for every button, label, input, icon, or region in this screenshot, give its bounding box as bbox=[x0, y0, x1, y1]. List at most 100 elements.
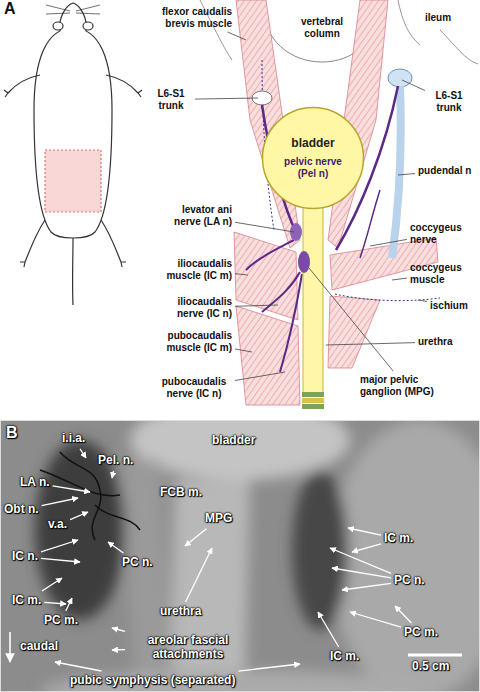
nerve-label: iliocaudalis nerve (IC n) bbox=[156, 296, 232, 319]
leader-line bbox=[235, 305, 278, 306]
rat-drawing bbox=[34, 28, 112, 238]
dissection-photo bbox=[35, 420, 480, 692]
bone-outline bbox=[398, 0, 420, 45]
nerve-line bbox=[246, 240, 294, 270]
structure-label: PC m. bbox=[404, 626, 438, 640]
pointer-arrow bbox=[55, 662, 102, 671]
dissection-photo bbox=[0, 420, 480, 692]
leader-line bbox=[309, 268, 393, 371]
ischium-outline bbox=[335, 294, 440, 301]
bone-outline bbox=[440, 30, 478, 64]
structure-label: IC m. bbox=[384, 532, 413, 546]
rat-drawing bbox=[4, 75, 40, 97]
nerve-line bbox=[262, 272, 300, 312]
suture-thread bbox=[40, 470, 120, 496]
pointer-arrow bbox=[66, 598, 72, 611]
structure-label: Pel. n. bbox=[98, 454, 133, 468]
pelvic-schematic bbox=[200, 0, 478, 409]
structure-label: areolar fascial attachments bbox=[128, 634, 248, 662]
muscle-label: flexor caudalis brevis muscle bbox=[156, 6, 232, 29]
structure-label: IC m. bbox=[330, 650, 359, 664]
pointer-arrow bbox=[80, 449, 86, 458]
leader-line bbox=[370, 239, 407, 246]
leader-line bbox=[392, 278, 407, 280]
leader-line bbox=[235, 372, 285, 381]
pointer-arrow bbox=[42, 578, 62, 591]
structure-label: pubic symphysis (separated) bbox=[70, 674, 235, 688]
bone-label: vertebral column bbox=[292, 16, 352, 39]
pointer-arrow bbox=[350, 612, 401, 627]
muscle-shape bbox=[328, 296, 380, 368]
direction-label: caudal bbox=[20, 640, 58, 654]
urethra-ring bbox=[302, 398, 324, 403]
pointer-arrow bbox=[70, 512, 88, 520]
leader-line bbox=[418, 300, 427, 301]
structure-label: i.i.a. bbox=[62, 432, 85, 446]
region-box bbox=[45, 150, 101, 212]
pointer-arrow bbox=[342, 583, 391, 590]
dissection-photo bbox=[292, 470, 348, 630]
pointer-arrow bbox=[395, 606, 411, 623]
pointer-arrow bbox=[112, 628, 125, 631]
structure-label: IC m. bbox=[12, 594, 41, 608]
nerve-label: levator ani nerve (LA n) bbox=[156, 204, 232, 227]
muscle-shape bbox=[236, 306, 300, 405]
leader-line bbox=[235, 349, 252, 352]
muscle-label: iliocaudalis muscle (IC m) bbox=[156, 258, 232, 281]
structure-label: LA n. bbox=[20, 476, 50, 490]
structure-label: MPG bbox=[205, 512, 232, 526]
leader-line bbox=[228, 32, 246, 40]
muscle-label: pubocaudalis muscle (IC m) bbox=[156, 330, 232, 353]
structure-label: Obt n. bbox=[4, 503, 39, 517]
pointer-arrow bbox=[186, 548, 212, 602]
structure-label: IC n. bbox=[12, 550, 38, 564]
rat-drawing bbox=[46, 5, 100, 14]
scale-bar bbox=[408, 654, 462, 657]
direction-arrow bbox=[9, 632, 11, 662]
leader-line bbox=[398, 174, 415, 175]
leader-line bbox=[235, 222, 294, 232]
dissection-photo bbox=[40, 670, 440, 692]
rat-drawing bbox=[20, 220, 45, 267]
rat-drawing bbox=[83, 22, 93, 30]
bladder-circle: bladderpelvic nerve (Pel n) bbox=[261, 106, 365, 210]
structure-label: PC m. bbox=[44, 614, 78, 628]
rat-drawing bbox=[72, 238, 74, 305]
pointer-arrow bbox=[42, 498, 78, 506]
structure-label: urethra bbox=[160, 605, 201, 619]
pointer-arrow bbox=[352, 544, 381, 552]
nerve-label: L6-S1 trunk bbox=[150, 88, 192, 111]
urethra-ring bbox=[302, 392, 324, 397]
organ-label: bladder bbox=[291, 137, 334, 151]
bone-label: ischium bbox=[430, 300, 476, 312]
ganglion-shape bbox=[298, 251, 310, 273]
structure-label: PC n. bbox=[122, 556, 153, 570]
pointer-arrow bbox=[112, 649, 125, 651]
panel-letter: A bbox=[4, 0, 16, 18]
rat-drawing bbox=[60, 3, 87, 31]
urethra-tube bbox=[303, 205, 323, 395]
suture-thread bbox=[95, 505, 140, 530]
rat-drawing bbox=[53, 22, 63, 30]
leader-line bbox=[402, 80, 425, 91]
pointer-arrow bbox=[44, 602, 66, 604]
urethra-ring bbox=[302, 404, 324, 409]
nerve-label: coccygeus nerve bbox=[410, 222, 470, 245]
nerve-label: pudendal n bbox=[418, 165, 478, 177]
scale-label: 0.5 cm bbox=[412, 660, 449, 674]
rat-drawing bbox=[4, 3, 142, 305]
organ-label: urethra bbox=[418, 336, 478, 348]
rat-drawing bbox=[101, 220, 126, 267]
structure-label: v.a. bbox=[48, 518, 67, 532]
pointer-arrow bbox=[332, 568, 391, 578]
suture-thread bbox=[40, 452, 140, 540]
circle-outline bbox=[263, 108, 364, 209]
nerve-label: L6-S1 trunk bbox=[428, 90, 470, 113]
nerve-line bbox=[280, 274, 302, 372]
pointer-arrow bbox=[41, 540, 78, 552]
panel-letter: B bbox=[6, 424, 18, 442]
dissection-photo bbox=[330, 420, 480, 692]
